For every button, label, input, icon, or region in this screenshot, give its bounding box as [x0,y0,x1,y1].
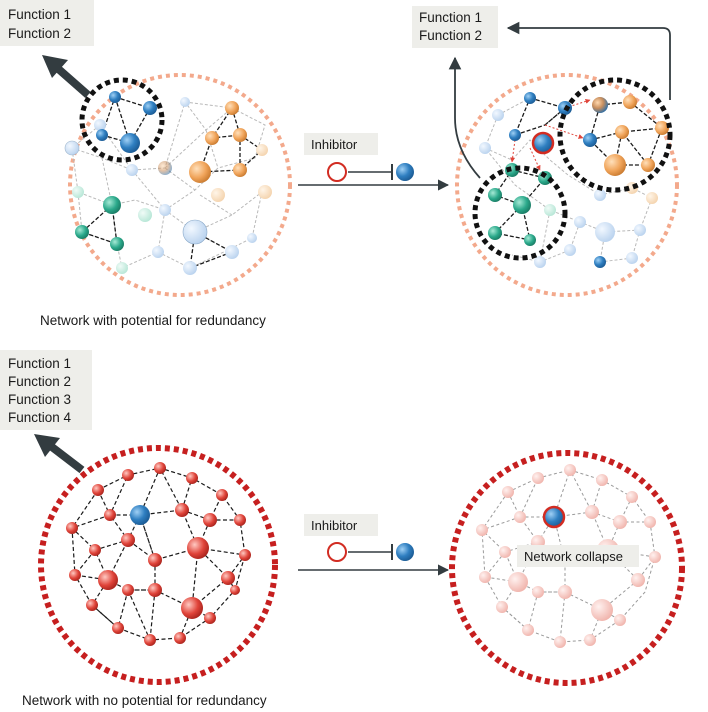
output-arrows [448,21,671,179]
network-nodes [479,92,669,268]
panel-bottom-left: Function 1 Function 2 Function 3 Functio… [0,350,278,708]
target-node [130,505,150,525]
function-label-box [412,6,498,48]
output-arrow [34,434,85,474]
network-edges [71,100,266,269]
module-highlight-circle [557,77,673,193]
inhibitor-label: Inhibitor [311,518,358,533]
function-label-1: Function 1 [8,356,71,371]
module-highlight-circle [79,77,165,163]
function-label-2: Function 2 [419,28,482,43]
panel-caption: Network with potential for redundancy [40,313,266,328]
target-node-icon [396,163,414,181]
panel-top-right: Function 1 Function 2 [412,6,679,297]
inhibitor-transition-top: Inhibitor [298,133,450,191]
function-label-2: Function 2 [8,374,71,389]
inhibitor-label-box [304,514,378,536]
inhibited-node [542,505,566,529]
network-strong-edges [80,96,264,269]
function-label-1: Function 1 [419,10,482,25]
function-label-1: Function 1 [8,7,71,22]
network-boundary-ring [455,73,679,297]
network-boundary-ring [38,445,278,685]
function-label-4: Function 4 [8,410,72,425]
network-nodes [64,91,272,275]
network-boundary-ring [68,73,292,297]
function-label-2: Function 2 [8,26,71,41]
rewiring-edges [510,98,591,171]
inhibited-node [531,131,555,155]
inhibitor-label-box [304,133,378,155]
inhibitor-icon [327,162,347,182]
module-highlight-circle [472,165,568,261]
function-label-box [0,350,92,430]
inhibitor-icon [327,542,347,562]
output-arrow [42,55,91,99]
panel-caption: Network with no potential for redundancy [22,693,267,708]
network-collapse-box [517,545,639,567]
panel-top-left: Function 1 Function 2 Network with poten… [0,0,292,328]
network-collapse-label: Network collapse [524,549,623,564]
function-label-box [0,0,94,46]
panel-bottom-right: Network collapse [449,450,685,686]
network-nodes [66,462,251,646]
network-boundary-ring [449,450,685,686]
inhibitor-label: Inhibitor [311,137,358,152]
function-label-3: Function 3 [8,392,71,407]
inhibitor-transition-bottom: Inhibitor [298,514,450,576]
network-edges [484,97,653,263]
target-node-icon [396,543,414,561]
